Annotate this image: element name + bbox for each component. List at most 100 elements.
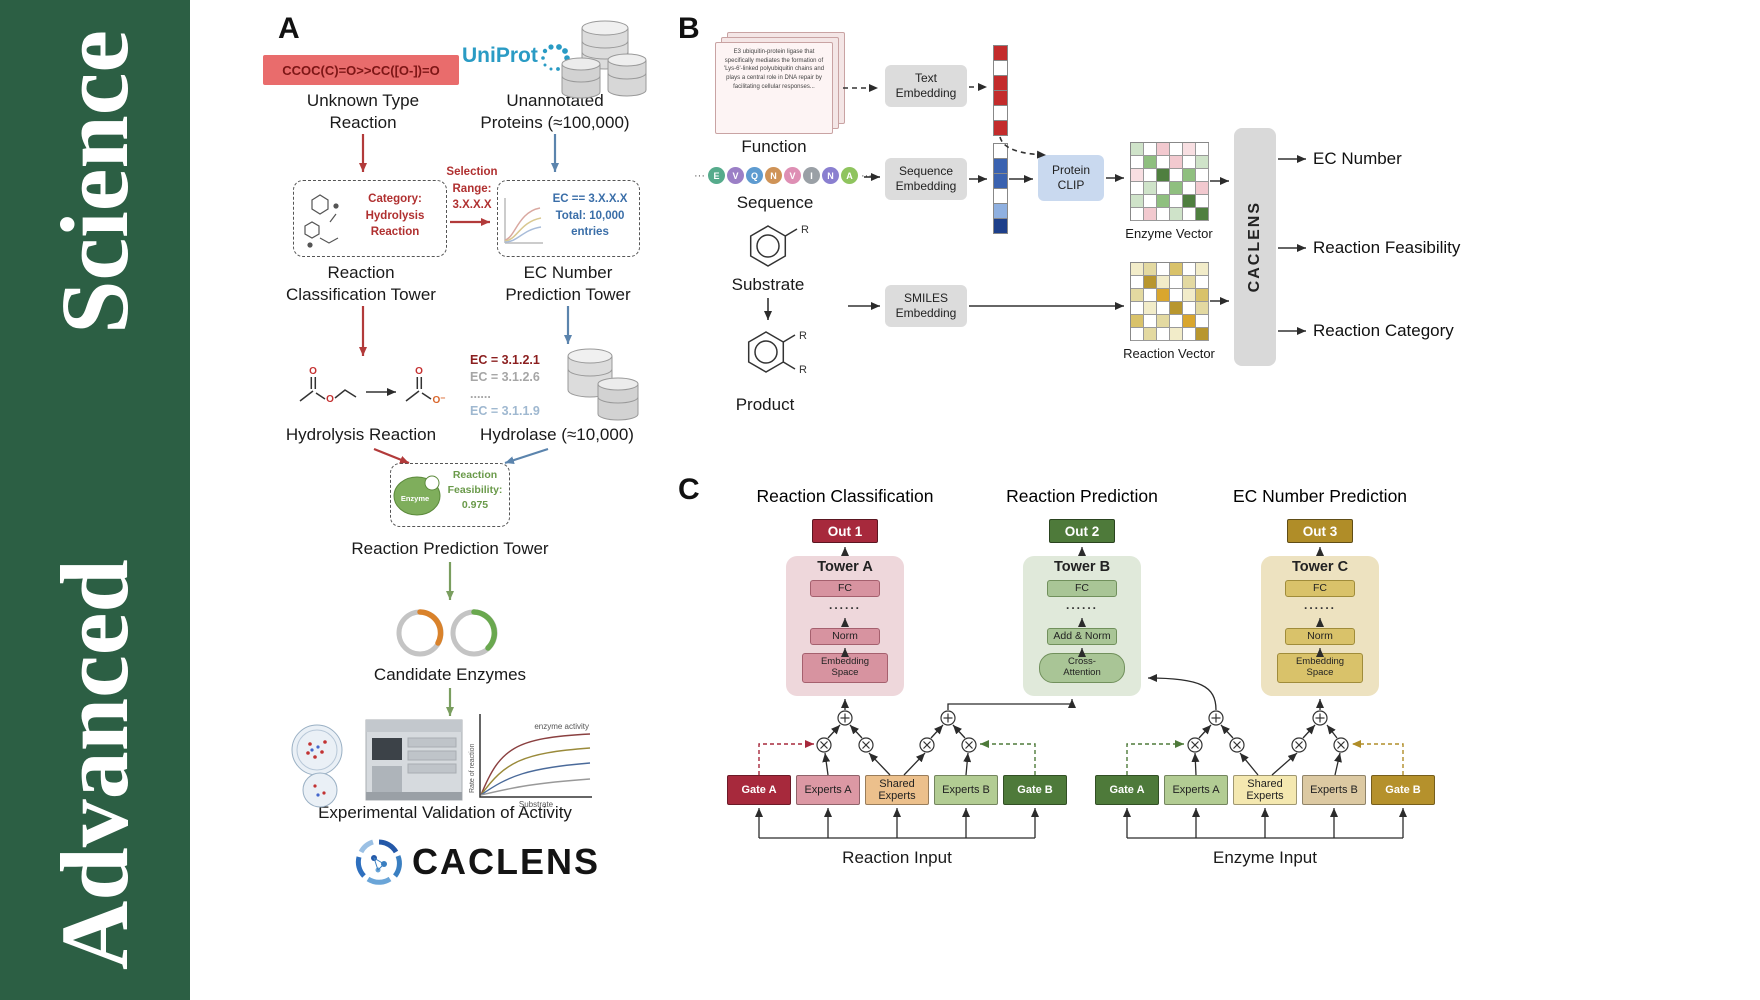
tower-b: Tower B FC ...... Add & Norm Cross- Atte… xyxy=(1023,556,1141,696)
residue-circle: N xyxy=(822,167,839,184)
matrix-cell xyxy=(1144,182,1157,195)
matrix-cell xyxy=(1183,208,1196,221)
matrix-cell xyxy=(1170,289,1183,302)
matrix-cell xyxy=(1157,328,1170,341)
ec-annotation: EC == 3.X.X.X Total: 10,000 entries xyxy=(552,193,628,239)
matrix-cell xyxy=(1170,263,1183,276)
fc-box: FC xyxy=(810,580,880,597)
matrix-cell xyxy=(1170,208,1183,221)
ellipsis: ··· xyxy=(861,169,872,182)
ec-list: EC = 3.1.2.1 EC = 3.1.2.6 ...... EC = 3.… xyxy=(470,352,540,420)
matrix-cell xyxy=(1131,302,1144,315)
gate-b-box-reaction: Gate B xyxy=(1003,775,1067,805)
reaction-input-label: Reaction Input xyxy=(842,848,952,867)
enzyme-vector-label: Enzyme Vector xyxy=(1125,226,1213,241)
matrix-cell xyxy=(1196,156,1209,169)
selection-range-annotation: Selection Range: 3.X.X.X xyxy=(446,166,498,212)
activity-plot-icon: enzyme activity Substrate Rate of reacti… xyxy=(469,714,592,809)
panel-c-label: C xyxy=(678,473,700,506)
matrix-cell xyxy=(994,46,1008,61)
output-ec-number: EC Number xyxy=(1313,149,1402,168)
unannotated-proteins-label: Unannotated Proteins (≈100,000) xyxy=(480,91,630,133)
matrix-cell xyxy=(994,76,1008,91)
atom-label: O xyxy=(326,394,334,405)
database-icon-unannotated xyxy=(561,20,647,99)
plot-title: enzyme activity xyxy=(534,722,589,731)
shared-experts-box-reaction: Shared Experts xyxy=(865,775,929,805)
ec-prediction-box xyxy=(497,180,640,257)
matrix-cell xyxy=(1183,276,1196,289)
gate-b-box-enzyme: Gate B xyxy=(1371,775,1435,805)
atom-label: O xyxy=(415,366,423,377)
gate-a-box-enzyme: Gate A xyxy=(1095,775,1159,805)
matrix-cell xyxy=(994,144,1008,159)
product-node-icons xyxy=(816,737,1349,753)
matrix-cell xyxy=(994,91,1008,106)
matrix-cell xyxy=(1183,143,1196,156)
r-group-label: R xyxy=(799,364,807,376)
matrix-cell xyxy=(1183,182,1196,195)
tower-c-title: Tower C xyxy=(1291,559,1349,575)
add-norm-box: Add & Norm xyxy=(1047,628,1117,645)
matrix-cell xyxy=(1157,263,1170,276)
ester-structure-icon xyxy=(299,377,357,402)
enzyme-vector-matrix xyxy=(1130,142,1209,221)
matrix-cell xyxy=(1144,302,1157,315)
category-annotation: Category: Hydrolysis Reaction xyxy=(365,193,425,239)
matrix-cell xyxy=(1131,156,1144,169)
panel-b-label: B xyxy=(678,12,700,45)
hydrolysis-reaction-label: Hydrolysis Reaction xyxy=(285,425,437,444)
matrix-cell xyxy=(1144,289,1157,302)
matrix-cell xyxy=(1196,143,1209,156)
experts-b-box-enzyme: Experts B xyxy=(1302,775,1366,805)
matrix-cell xyxy=(1183,263,1196,276)
norm-box: Norm xyxy=(1285,628,1355,645)
reaction-vector-label: Reaction Vector xyxy=(1123,346,1215,361)
tower-b-title: Tower B xyxy=(1053,559,1111,575)
substrate-label: Substrate xyxy=(731,275,805,294)
ec-list-item: EC = 3.1.2.6 xyxy=(470,370,540,384)
matrix-cell xyxy=(994,174,1008,189)
smiles-embedding-box: SMILES Embedding xyxy=(885,285,967,327)
matrix-cell xyxy=(1131,169,1144,182)
fc-box: FC xyxy=(1285,580,1355,597)
residue-circle: I xyxy=(803,167,820,184)
ec-list-item: ...... xyxy=(470,387,491,401)
matrix-cell xyxy=(1196,182,1209,195)
matrix-cell xyxy=(1131,315,1144,328)
matrix-cell xyxy=(1157,208,1170,221)
experts-b-box-reaction: Experts B xyxy=(934,775,998,805)
matrix-cell xyxy=(1144,315,1157,328)
reaction-classification-box xyxy=(293,180,447,257)
matrix-cell xyxy=(1196,208,1209,221)
matrix-cell xyxy=(1183,169,1196,182)
function-card: E3 ubiquitin-protein ligase that specifi… xyxy=(715,42,833,134)
sequence-embedding-box: Sequence Embedding xyxy=(885,158,967,200)
matrix-cell xyxy=(1131,195,1144,208)
text-embedding-vector xyxy=(993,45,1008,136)
sum-node-icons xyxy=(837,710,1328,726)
acetate-structure-icon xyxy=(405,377,432,402)
r-group-label: R xyxy=(801,224,809,236)
reaction-vector-matrix xyxy=(1130,262,1209,341)
matrix-cell xyxy=(1196,302,1209,315)
matrix-cell xyxy=(1157,315,1170,328)
panel-a-label: A xyxy=(278,12,300,45)
hplc-machine-icon xyxy=(365,719,463,801)
matrix-cell xyxy=(1196,315,1209,328)
matrix-cell xyxy=(1170,276,1183,289)
reaction-prediction-box xyxy=(390,463,510,527)
residue-circle: E xyxy=(708,167,725,184)
tower-a: Tower A FC ...... Norm Embedding Space xyxy=(786,556,904,696)
plasmid-icons xyxy=(396,609,498,657)
header-ec-number-prediction: EC Number Prediction xyxy=(1232,486,1408,506)
tower-c: Tower C FC ...... Norm Embedding Space xyxy=(1261,556,1379,696)
caclens-wordmark: CACLENS xyxy=(412,841,601,882)
ec-list-item: EC = 3.1.1.9 xyxy=(470,404,540,418)
tower-dots: ...... xyxy=(828,598,861,612)
gate-a-box-reaction: Gate A xyxy=(727,775,791,805)
uniprot-dots-icon xyxy=(541,44,570,71)
experts-a-box-reaction: Experts A xyxy=(796,775,860,805)
sequence-embedding-vector xyxy=(993,143,1008,234)
